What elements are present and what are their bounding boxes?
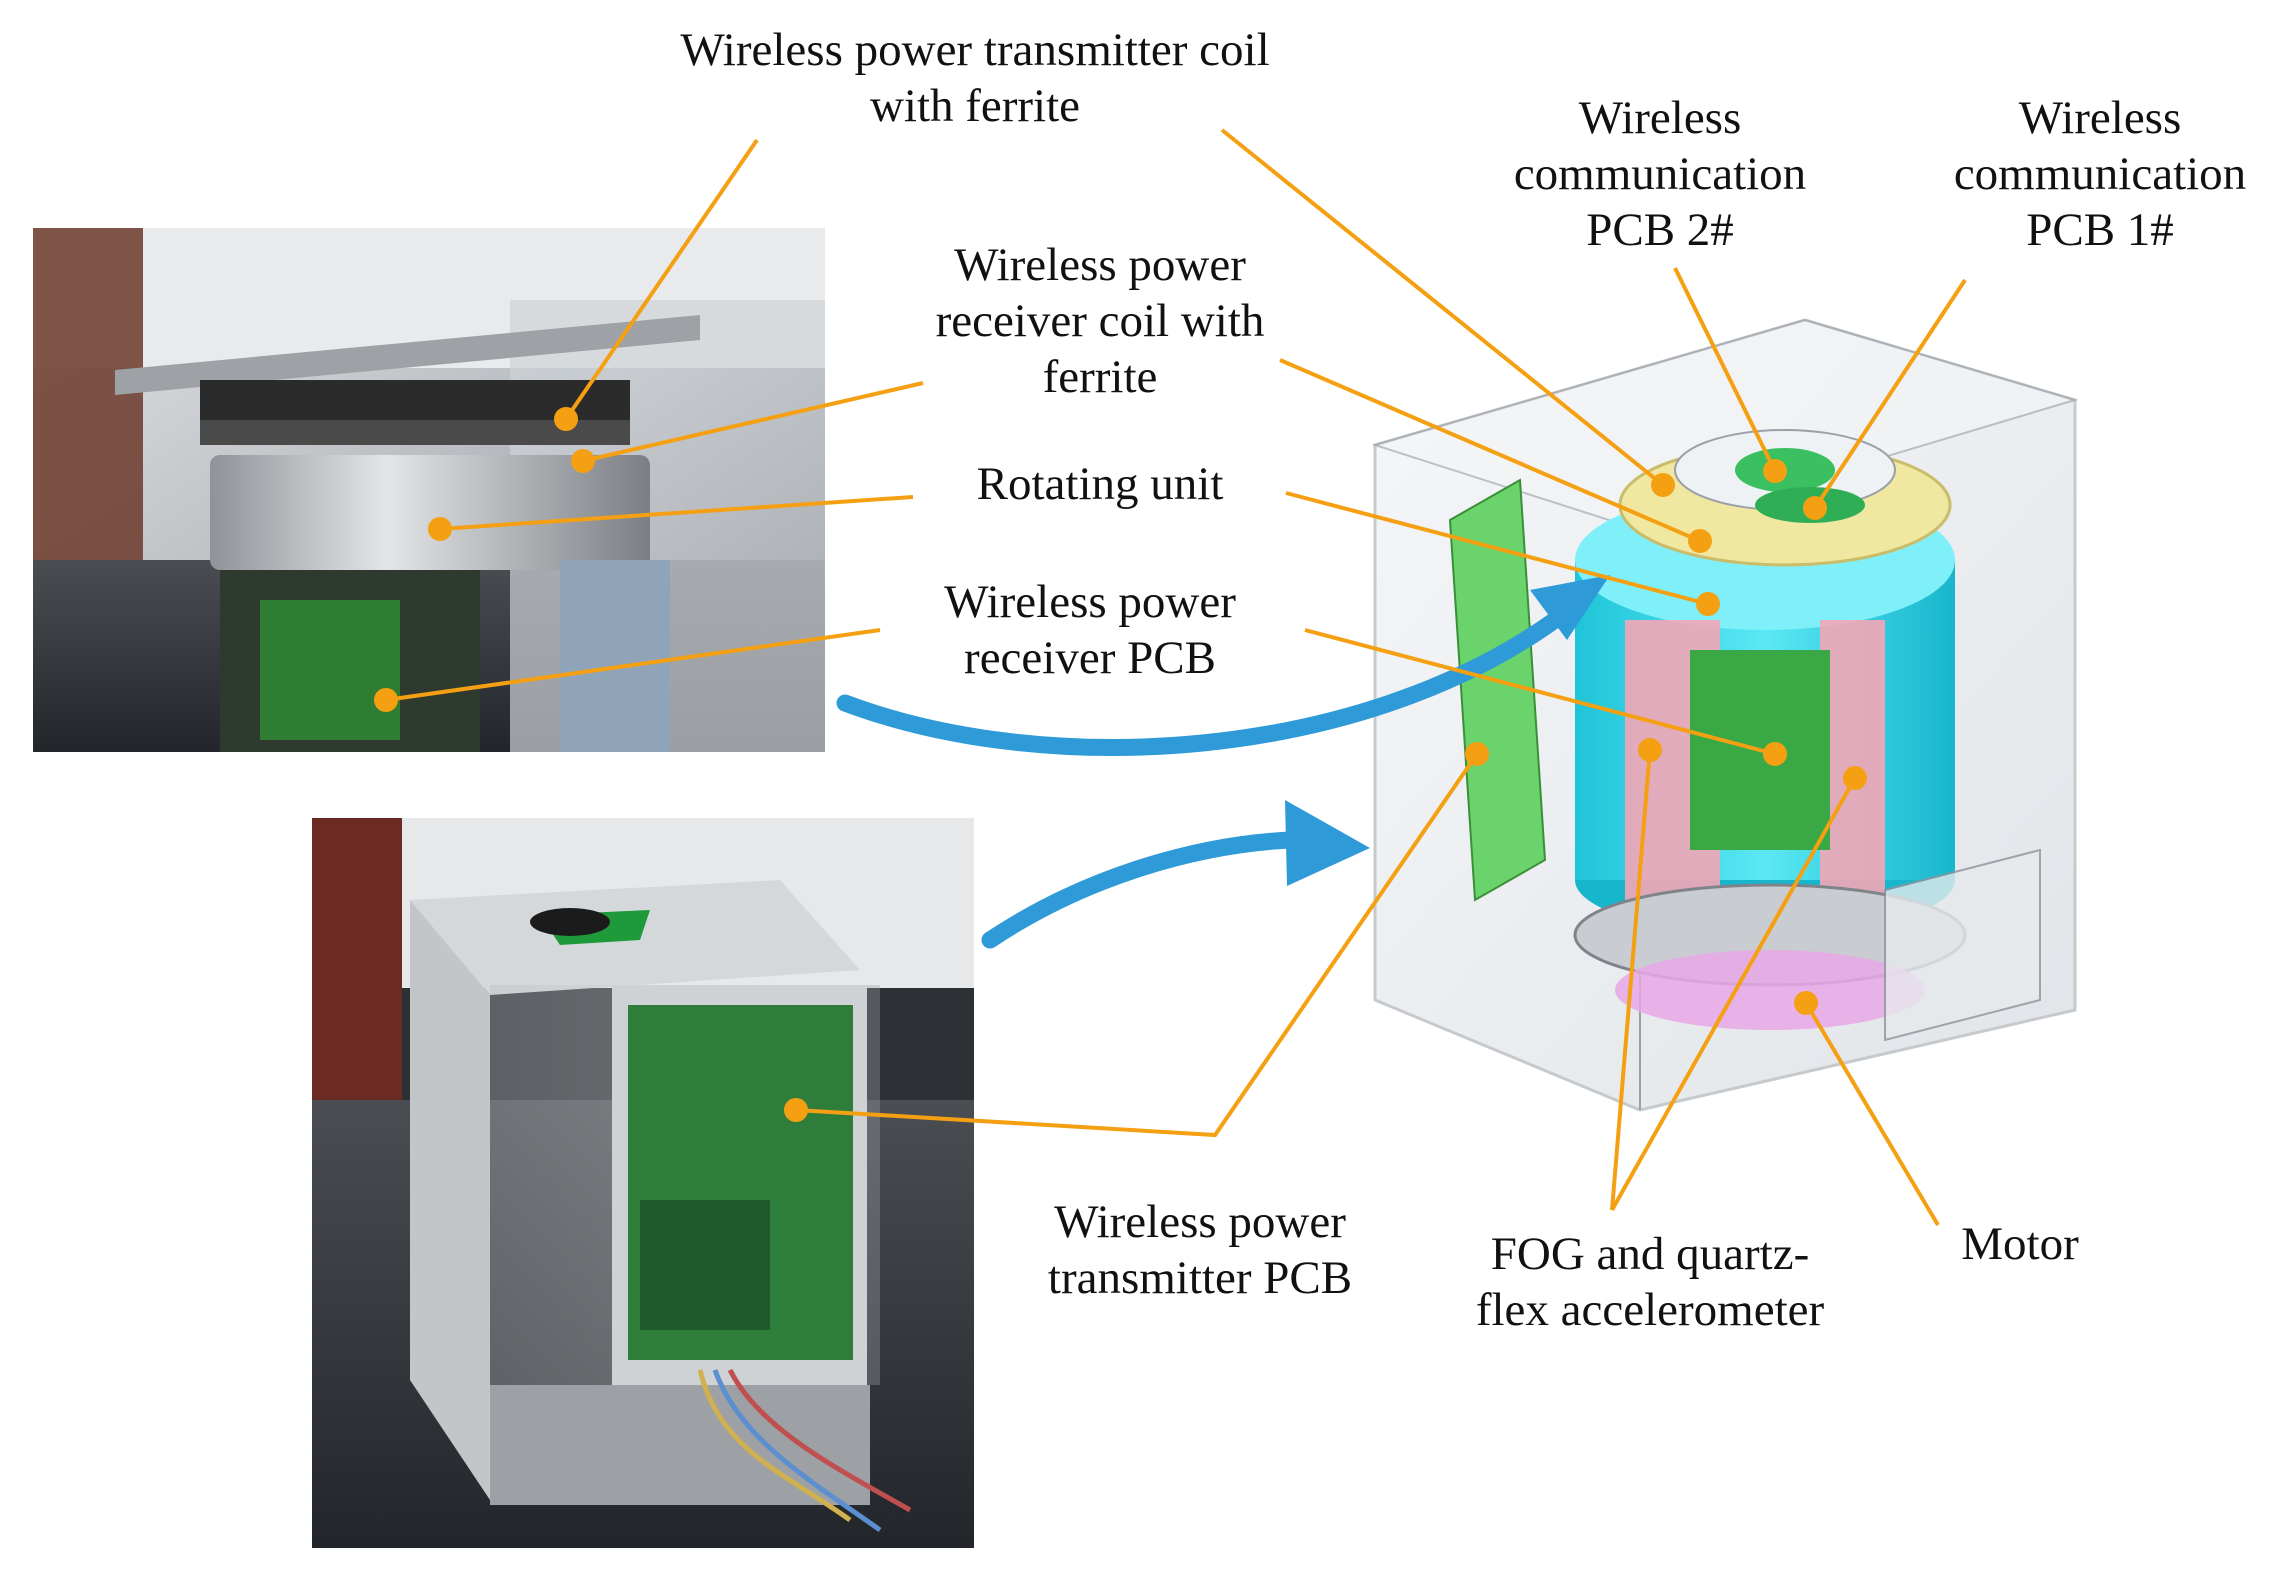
leader-fog-a [1610,749,1652,1211]
leader-dots [374,407,1867,1122]
leader-motor [1804,1001,1940,1227]
label-comm-pcb2: Wireless communication PCB 2# [1513,92,1807,256]
leader-rx-coil-model [1279,358,1701,543]
label-tx-coil: Wireless power transmitter coil with fer… [680,24,1270,132]
leader-comm1 [1813,278,1967,510]
leader-lines [385,128,1967,1227]
leader-tx-coil-photo [564,138,759,421]
leader-tx-pcb [795,752,1479,1138]
arrow-box-to-model [981,831,1299,949]
label-motor: Motor [1961,1218,2079,1270]
arrowhead-1 [1530,575,1610,640]
photo-rotating-unit [33,228,825,752]
leader-comm2 [1673,267,1777,472]
label-rx-pcb: Wireless power receiver PCB [944,576,1236,684]
label-tx-pcb: Wireless power transmitter PCB [1047,1196,1353,1304]
leader-tx-coil-model [1220,128,1665,487]
leader-rotating-photo [439,495,914,531]
photo-transmitter-box [312,818,974,1548]
cad-model [1371,318,2079,1112]
arrowhead-2 [1285,800,1370,886]
leader-rx-pcb-model [1304,628,1776,756]
leader-fog-b [1610,777,1857,1211]
leader-rotating-model [1285,491,1709,606]
label-rx-coil: Wireless power receiver coil with ferrit… [935,239,1265,403]
label-fog: FOG and quartz- flex accelerometer [1475,1228,1825,1336]
leader-rx-pcb-photo [385,628,881,702]
label-rotating-unit: Rotating unit [976,458,1224,510]
leader-rx-coil-photo [582,381,924,463]
label-comm-pcb1: Wireless communication PCB 1# [1953,92,2247,256]
